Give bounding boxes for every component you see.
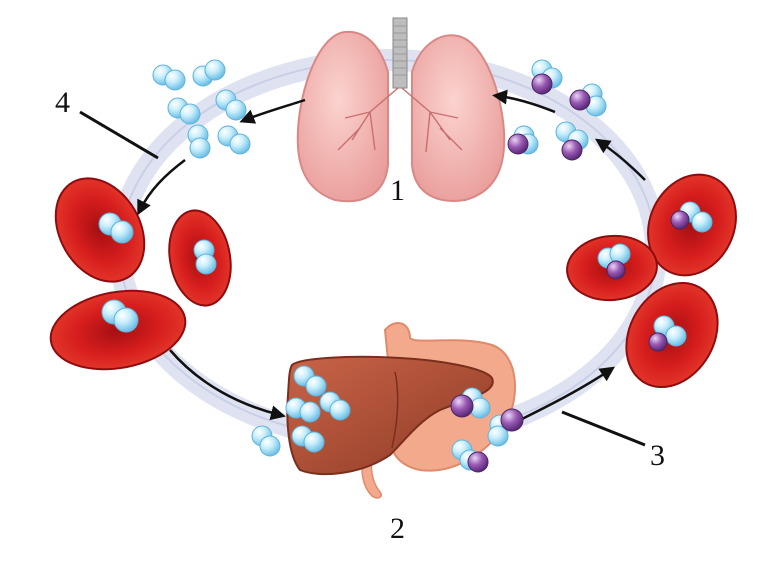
pointer-line-4 [79,110,159,160]
label-3: 3 [650,439,665,472]
red-blood-cell-icon [49,177,232,371]
carbon-dioxide-molecule-icon [450,73,690,473]
lungs-icon [296,17,506,203]
label-1: 1 [390,174,405,207]
label-2: 2 [390,512,405,545]
arrow-icon [137,89,646,422]
liver-icon [286,355,494,476]
label-4: 4 [55,86,70,119]
pointer-line-3 [561,410,646,447]
